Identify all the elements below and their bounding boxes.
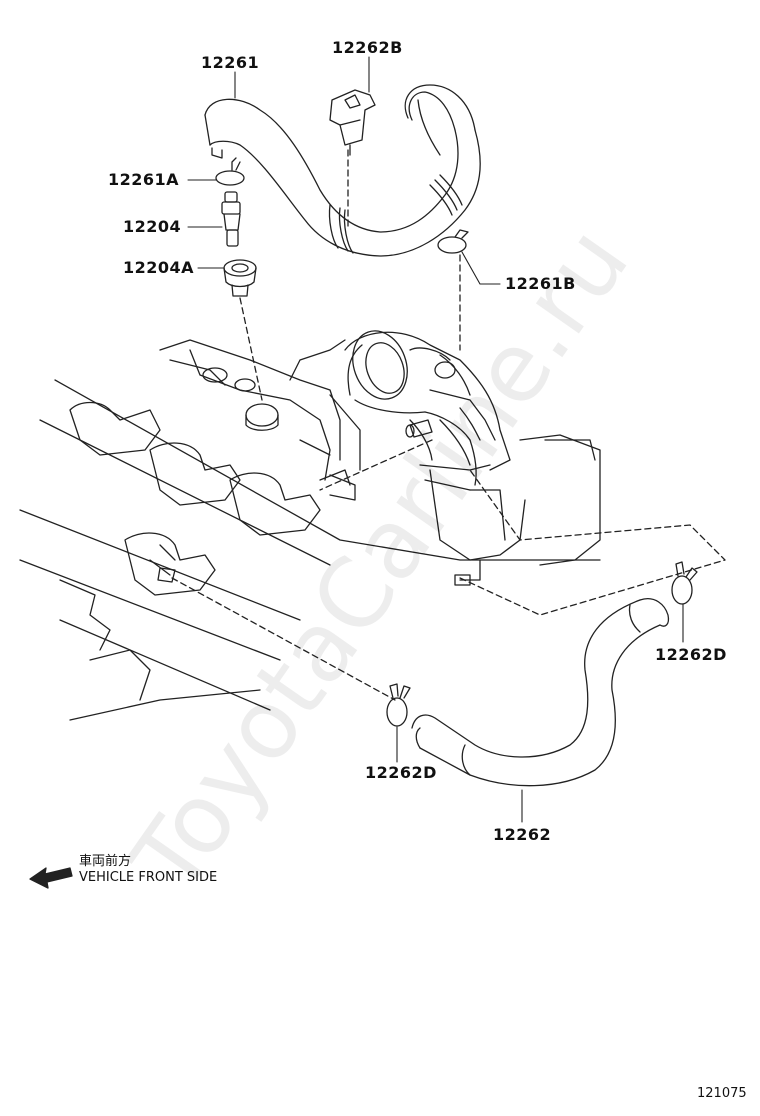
label-12262B: 12262B (332, 38, 403, 57)
clamp-12261B (437, 229, 469, 254)
direction-note-japanese: 車両前方 (79, 854, 132, 869)
clamp-12262D-right (671, 561, 698, 605)
clamp-12262D-left (386, 683, 411, 727)
label-12204A: 12204A (123, 258, 195, 277)
clamp-12261A (215, 157, 245, 186)
hose-12261 (204, 84, 481, 257)
leader-lines (187, 56, 684, 823)
hose-12262 (411, 598, 670, 787)
label-12261B: 12261B (505, 274, 576, 293)
diagram-number: 121075 (697, 1086, 747, 1101)
air-intake-duct (344, 330, 511, 491)
label-12262D-left: 12262D (365, 763, 437, 782)
direction-note-english: VEHICLE FRONT SIDE (79, 870, 218, 885)
pcv-valve-12204 (221, 191, 241, 247)
front-arrow-icon (29, 867, 73, 889)
connection-lines (171, 149, 726, 701)
clip-12262B (329, 89, 376, 156)
label-12261A: 12261A (108, 170, 180, 189)
label-12204: 12204 (123, 217, 182, 236)
grommet-12204A (223, 259, 257, 297)
label-12262D-right: 12262D (655, 645, 727, 664)
label-12262: 12262 (493, 825, 552, 844)
label-12261: 12261 (201, 53, 260, 72)
engine-block (19, 339, 601, 721)
